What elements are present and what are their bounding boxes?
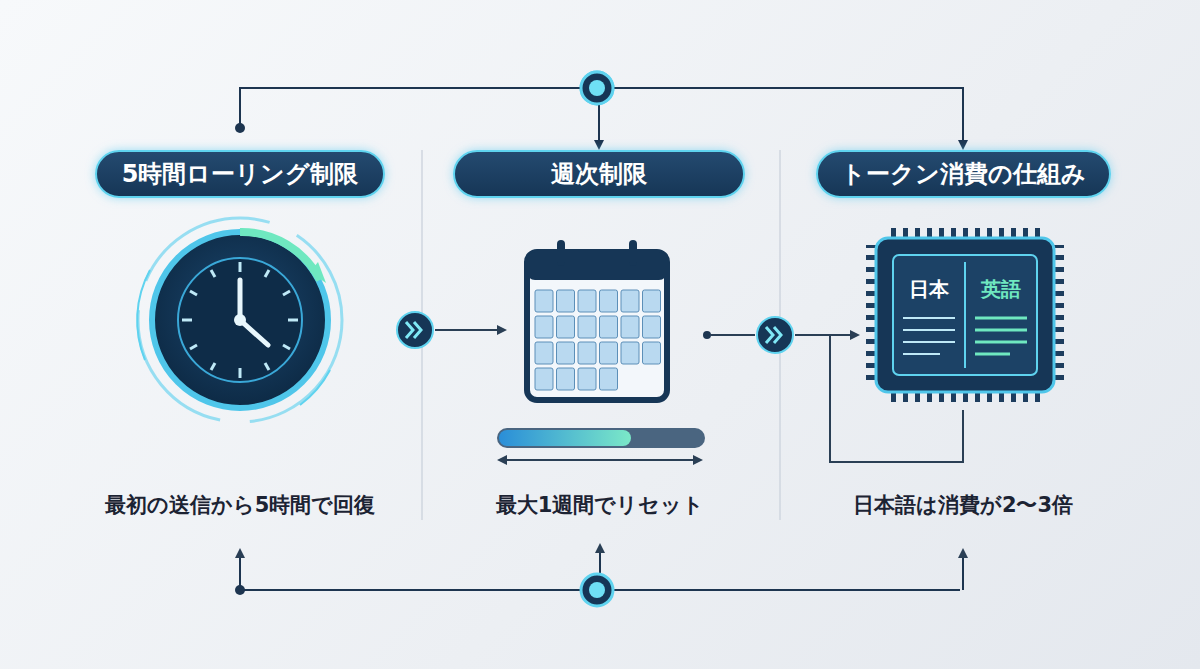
calendar-cell [578, 290, 596, 312]
bottom-bus [235, 545, 963, 606]
header-text: トークン消費の仕組み [841, 158, 1086, 190]
calendar-cell [643, 316, 661, 338]
calendar-cell [600, 316, 618, 338]
chip-text: 英語 [981, 276, 1021, 303]
header-pill: トークン消費の仕組み [816, 150, 1111, 198]
progress-bar [497, 428, 705, 465]
header-pill: 週次制限 [453, 150, 745, 198]
calendar-cell [621, 316, 639, 338]
calendar-icon [527, 240, 667, 400]
header-text: 週次制限 [551, 158, 647, 190]
calendar-cell [535, 316, 553, 338]
column-caption: 最大1週間でリセット [496, 491, 705, 519]
calendar-cell [535, 368, 553, 390]
junction-core [589, 80, 605, 96]
calendar-cell [557, 368, 575, 390]
calendar-cell [557, 290, 575, 312]
calendar-cell [578, 368, 596, 390]
header-pill: 5時間ローリング制限 [95, 150, 385, 198]
connector [240, 88, 599, 148]
calendar-cell [621, 290, 639, 312]
clock-icon [137, 218, 342, 422]
header-text: 5時間ローリング制限 [122, 158, 359, 190]
flow-arrow [703, 317, 963, 462]
calendar-cell [557, 316, 575, 338]
column-caption: 最初の送信から5時間で回復 [105, 491, 376, 519]
chip-text: 日本 [909, 276, 949, 303]
calendar-cell [557, 342, 575, 364]
calendar-cell [643, 290, 661, 312]
calendar-cell [600, 290, 618, 312]
column-caption: 日本語は消費が2〜3倍 [853, 491, 1073, 519]
flow-arrow [397, 312, 505, 348]
junction-core [589, 80, 605, 96]
junction-circle [581, 72, 613, 104]
calendar-cell [643, 342, 661, 364]
calendar-cell [578, 316, 596, 338]
calendar-cell [535, 342, 553, 364]
chip-icon [866, 228, 1064, 402]
calendar-cell [600, 342, 618, 364]
calendar-cell [535, 290, 553, 312]
calendar-cell [621, 342, 639, 364]
junction-circle [581, 72, 613, 104]
calendar-cell [578, 342, 596, 364]
calendar-cell [600, 368, 618, 390]
